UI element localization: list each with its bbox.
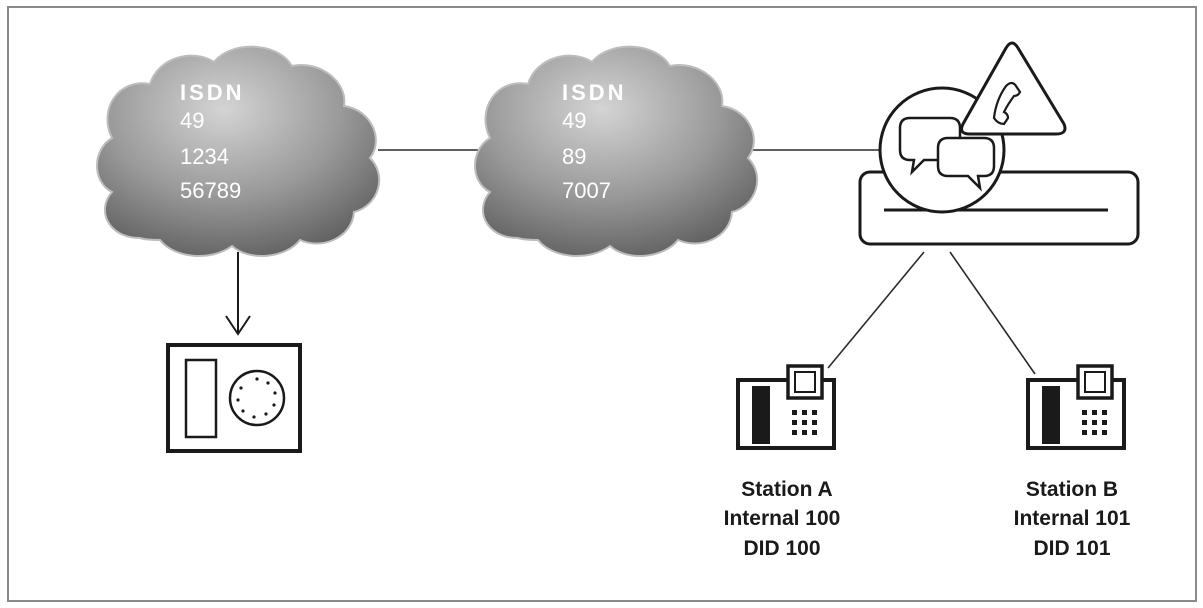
cloud-1-title: ISDN xyxy=(180,80,245,105)
isdn-cloud-2: ISDN 49 89 7007 xyxy=(474,45,759,257)
cloud-2-title: ISDN xyxy=(562,80,627,105)
phone-warning-icon xyxy=(960,41,1067,136)
connections xyxy=(378,149,1036,375)
station-a-did: DID 100 xyxy=(743,537,820,560)
station-b-name: Station B xyxy=(1026,478,1118,501)
station-a-internal: Internal 100 xyxy=(724,507,841,530)
link-pbx-station-b xyxy=(949,251,1036,375)
station-b-label: Station B Internal 101 DID 101 xyxy=(1014,478,1131,560)
link-pbx-station-a xyxy=(827,251,925,369)
cloud-2-line-3: 7007 xyxy=(562,178,611,203)
analog-phone-icon xyxy=(166,343,302,453)
cloud-1-line-3: 56789 xyxy=(180,178,241,203)
isdn-cloud-1: ISDN 49 1234 56789 xyxy=(96,45,381,257)
cloud-icon xyxy=(474,45,759,257)
station-a-label: Station A Internal 100 DID 100 xyxy=(724,478,841,560)
station-a-name: Station A xyxy=(741,478,832,501)
desk-phone-icon xyxy=(1026,364,1126,450)
cloud-1-line-1: 49 xyxy=(180,108,204,133)
station-b-internal: Internal 101 xyxy=(1014,507,1131,530)
cloud-1-line-2: 1234 xyxy=(180,144,229,169)
arrow-down xyxy=(225,252,251,336)
cloud-2-line-1: 49 xyxy=(562,108,586,133)
station-b-did: DID 101 xyxy=(1033,537,1110,560)
desk-phone-icon xyxy=(736,364,836,450)
cloud-2-line-2: 89 xyxy=(562,144,586,169)
cloud-icon xyxy=(96,45,381,257)
